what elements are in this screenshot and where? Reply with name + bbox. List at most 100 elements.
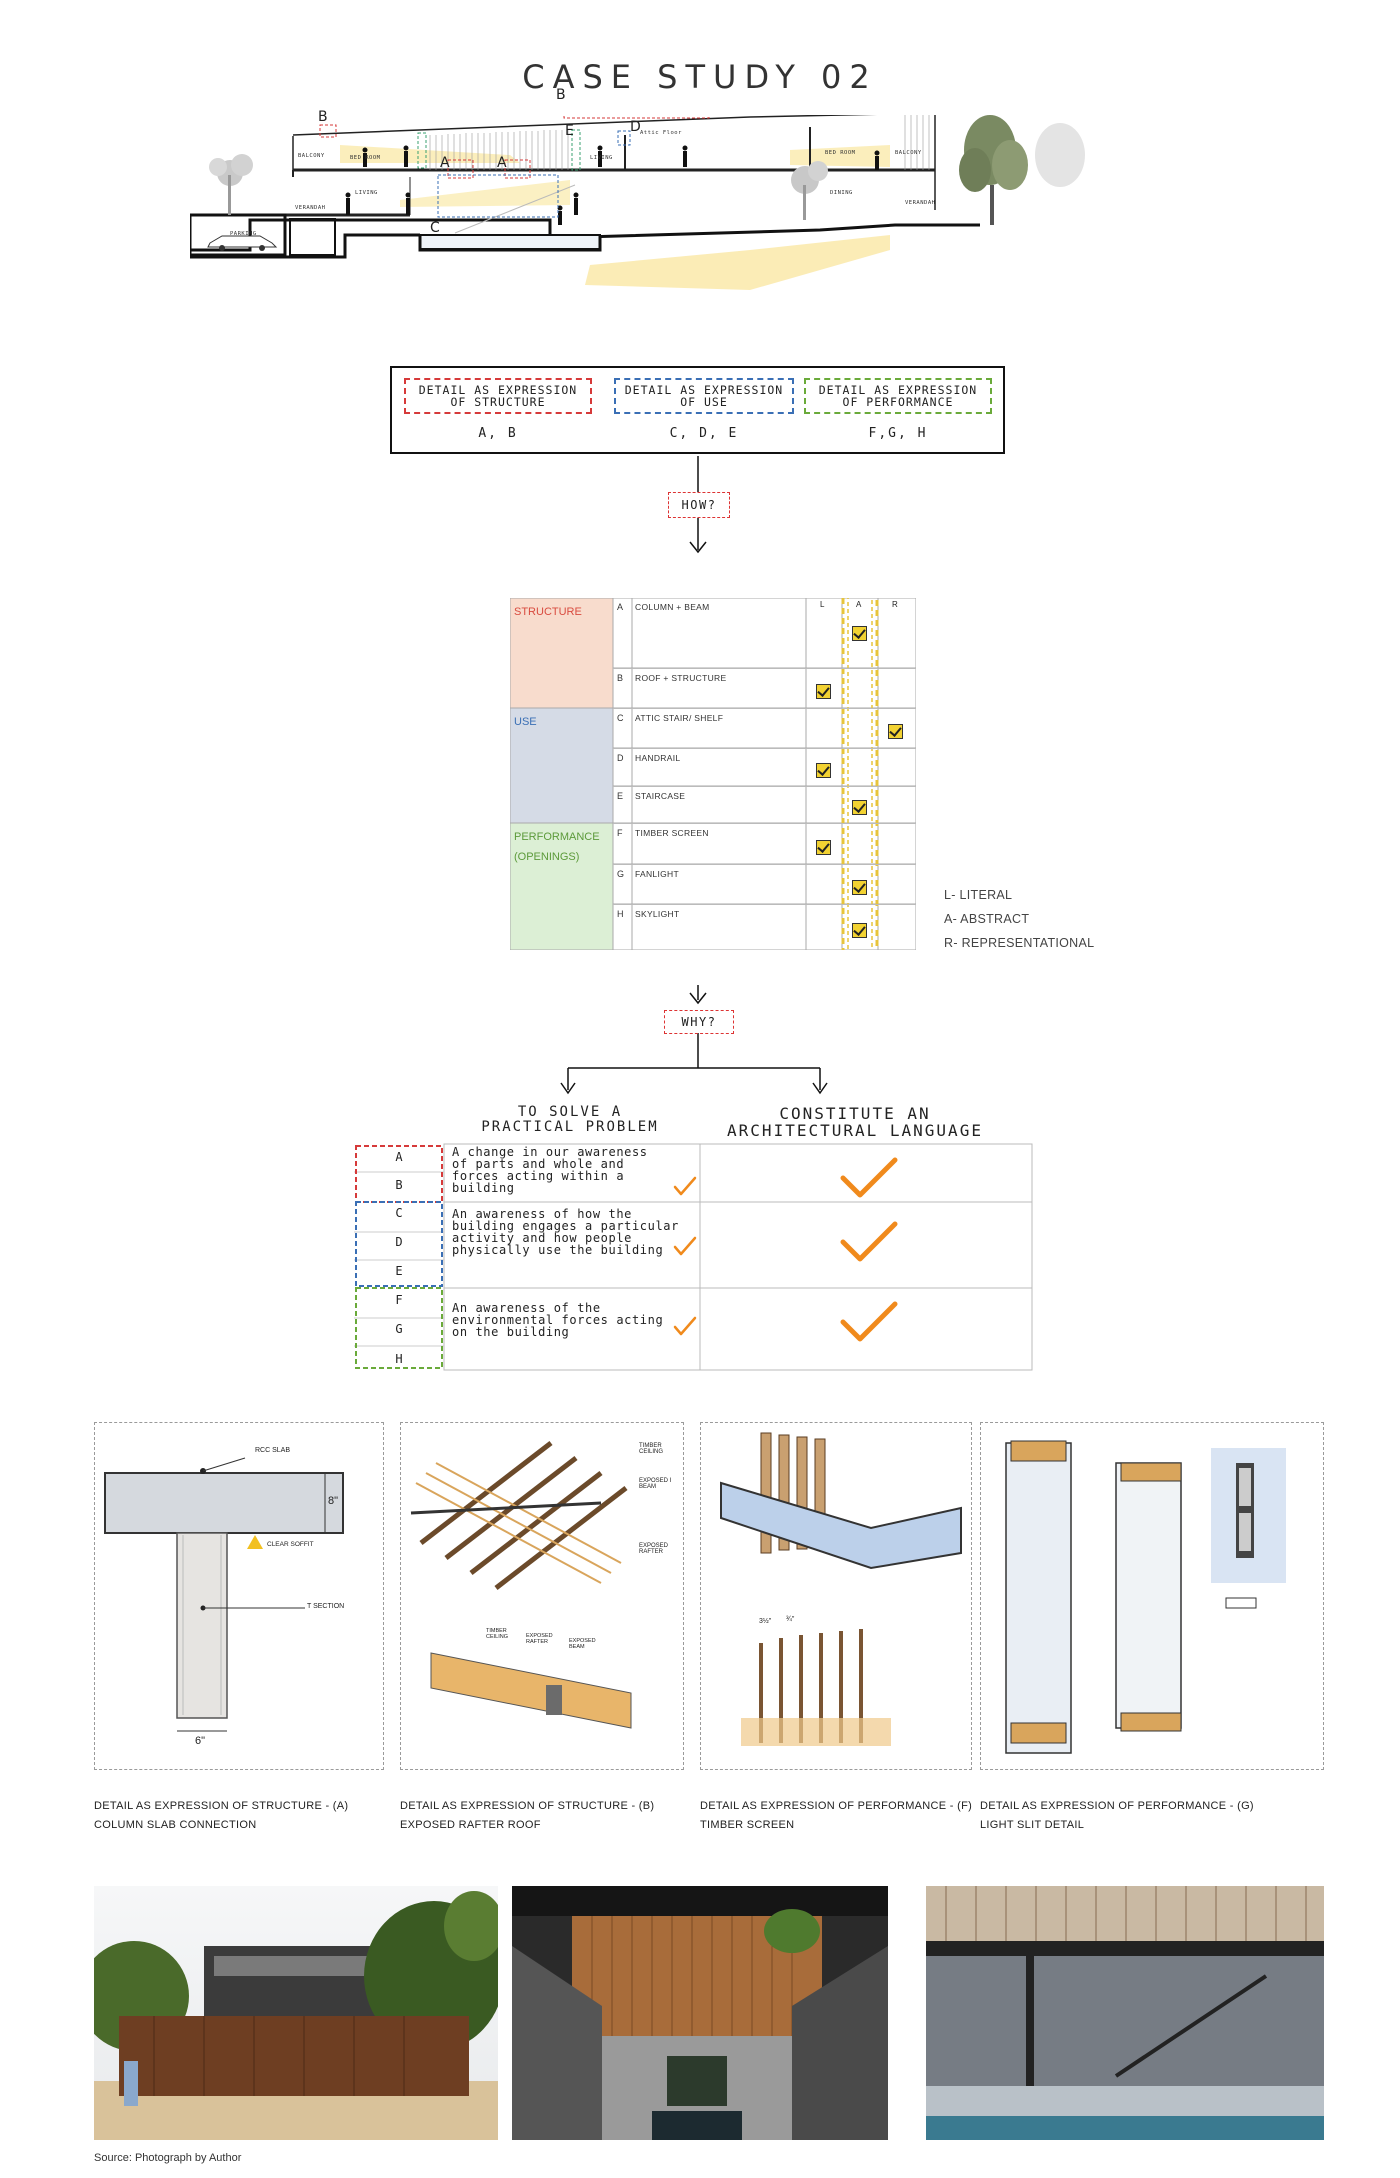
row-letter: D bbox=[617, 753, 624, 763]
row-letter: A bbox=[617, 602, 624, 612]
category-structure-line1: DETAIL AS EXPRESSION bbox=[418, 383, 578, 397]
photo-interior-stair-img bbox=[926, 1886, 1324, 2140]
group-use-name: USE bbox=[514, 716, 537, 728]
why-tag: WHY? bbox=[664, 1010, 734, 1034]
how-tag: HOW? bbox=[668, 492, 730, 518]
caption-line1: DETAIL AS EXPRESSION OF STRUCTURE - (B) bbox=[400, 1800, 655, 1812]
legend-literal: L- LITERAL bbox=[944, 888, 1013, 902]
why-table-grid bbox=[354, 1143, 1033, 1371]
why-letter-e: E bbox=[395, 1264, 403, 1278]
photo-exterior bbox=[94, 1886, 498, 2140]
row-letter: F bbox=[617, 828, 623, 838]
row-letter: G bbox=[617, 869, 625, 879]
panel-column-slab: RCC SLAB 8" CLEAR SOFFIT T SECTION 6" bbox=[94, 1422, 384, 1770]
why-head-language-line2: ARCHITECTURAL LANGUAGE bbox=[727, 1121, 983, 1140]
room-label-balcony-left: BALCONY bbox=[298, 153, 325, 159]
panel-light-slit bbox=[980, 1422, 1324, 1770]
col-header-a: A bbox=[856, 600, 862, 609]
section-svg bbox=[180, 101, 1085, 290]
caption-line2: COLUMN SLAB CONNECTION bbox=[94, 1819, 257, 1831]
label-rcc-slab: RCC SLAB bbox=[255, 1447, 291, 1454]
check-mark-f bbox=[816, 840, 831, 855]
panel-exposed-rafter: TIMBER CEILING EXPOSED I BEAM EXPOSED RA… bbox=[400, 1422, 684, 1770]
label-t-section: T SECTION bbox=[307, 1603, 345, 1610]
caption-line2: LIGHT SLIT DETAIL bbox=[980, 1819, 1085, 1831]
desc-line: physically use the building bbox=[452, 1243, 664, 1257]
check-mark-a bbox=[852, 626, 867, 641]
col-header-l: L bbox=[820, 600, 825, 609]
category-use-letters: C, D, E bbox=[669, 426, 739, 441]
why-head-language: CONSTITUTE AN ARCHITECTURAL LANGUAGE bbox=[690, 1105, 1020, 1139]
why-desc-structure: A change in our awareness of parts and w… bbox=[452, 1146, 682, 1194]
detail-marker-e: E bbox=[565, 123, 574, 139]
why-desc-use: An awareness of how the building engages… bbox=[452, 1208, 682, 1256]
detail-marker-c: C bbox=[430, 220, 440, 236]
category-use-line1: DETAIL AS EXPRESSION bbox=[624, 383, 784, 397]
why-letter-h: H bbox=[395, 1352, 403, 1366]
label-exposed-beam: EXPOSED BEAM bbox=[569, 1638, 596, 1650]
desc-line: on the building bbox=[452, 1325, 570, 1339]
room-label-bedroom-left: BED ROOM bbox=[350, 155, 381, 161]
check-mark-b bbox=[816, 684, 831, 699]
caption-line2: TIMBER SCREEN bbox=[700, 1819, 795, 1831]
category-use-line2: OF USE bbox=[680, 395, 728, 409]
label-3-4-inch: ¾" bbox=[786, 1616, 795, 1623]
legend-abstract: A- ABSTRACT bbox=[944, 912, 1030, 926]
room-label-living-upper: LIVING bbox=[590, 155, 613, 161]
col-header-r: R bbox=[892, 600, 898, 609]
group-use: USE bbox=[510, 708, 613, 823]
room-label-attic-floor: Attic Floor bbox=[640, 130, 682, 136]
room-label-verandah-right: VERANDAH bbox=[905, 200, 936, 206]
why-letter-g: G bbox=[395, 1322, 403, 1336]
flow-arrows bbox=[560, 456, 828, 1095]
label-exposed-rafter-2: EXPOSED RAFTER bbox=[526, 1633, 553, 1645]
label-clear-soffit: CLEAR SOFFIT bbox=[267, 1541, 314, 1548]
sketch-timber-screen bbox=[720, 1432, 962, 1746]
desc-line: forces acting within a bbox=[452, 1169, 625, 1183]
why-letter-c: C bbox=[395, 1206, 403, 1220]
category-performance-line2: OF PERFORMANCE bbox=[842, 395, 954, 409]
why-desc-performance: An awareness of the environmental forces… bbox=[452, 1302, 682, 1338]
desc-line: An awareness of how the bbox=[452, 1207, 632, 1221]
row-item: COLUMN + BEAM bbox=[635, 602, 710, 612]
why-head-practical-line2: PRACTICAL PROBLEM bbox=[481, 1119, 659, 1135]
sketch-column-slab bbox=[104, 1457, 344, 1732]
detail-marker-b1: B bbox=[318, 109, 328, 125]
legend-representational: R- REPRESENTATIONAL bbox=[944, 936, 1095, 950]
label-6-inch: 6" bbox=[195, 1735, 206, 1747]
desc-line: building bbox=[452, 1181, 515, 1195]
building-section-drawing: B B A A E D C BALCONY BED ROOM LIVING VE… bbox=[180, 87, 1170, 370]
caption-line1: DETAIL AS EXPRESSION OF PERFORMANCE - (F… bbox=[700, 1800, 973, 1812]
caption-line2: EXPOSED RAFTER ROOF bbox=[400, 1819, 541, 1831]
check-mark-g bbox=[852, 880, 867, 895]
desc-line: An awareness of the bbox=[452, 1301, 601, 1315]
category-performance-letters: F,G, H bbox=[868, 426, 928, 441]
group-structure-name: STRUCTURE bbox=[514, 606, 582, 618]
room-label-dining: DINING bbox=[830, 190, 853, 196]
category-performance-line1: DETAIL AS EXPRESSION bbox=[818, 383, 978, 397]
check-mark-c bbox=[888, 724, 903, 739]
desc-line: A change in our awareness bbox=[452, 1145, 648, 1159]
photo-exterior-img bbox=[94, 1886, 498, 2140]
why-letter-d: D bbox=[395, 1235, 403, 1249]
group-performance: PERFORMANCE(OPENINGS) bbox=[510, 823, 613, 950]
caption-column-slab: DETAIL AS EXPRESSION OF STRUCTURE - (A)C… bbox=[94, 1797, 348, 1835]
check-mark-e bbox=[852, 800, 867, 815]
sketch-exposed-rafter bbox=[410, 1441, 632, 1729]
group-performance-name: PERFORMANCE bbox=[514, 831, 600, 843]
why-head-practical: TO SOLVE A PRACTICAL PROBLEM bbox=[460, 1105, 680, 1135]
desc-line: building engages a particular bbox=[452, 1219, 679, 1233]
label-exposed-i-beam: EXPOSED I BEAM bbox=[639, 1478, 672, 1490]
sketch-light-slit bbox=[1005, 1440, 1286, 1754]
room-label-parking: PARKING bbox=[230, 231, 257, 237]
group-structure: STRUCTURE bbox=[510, 598, 613, 708]
